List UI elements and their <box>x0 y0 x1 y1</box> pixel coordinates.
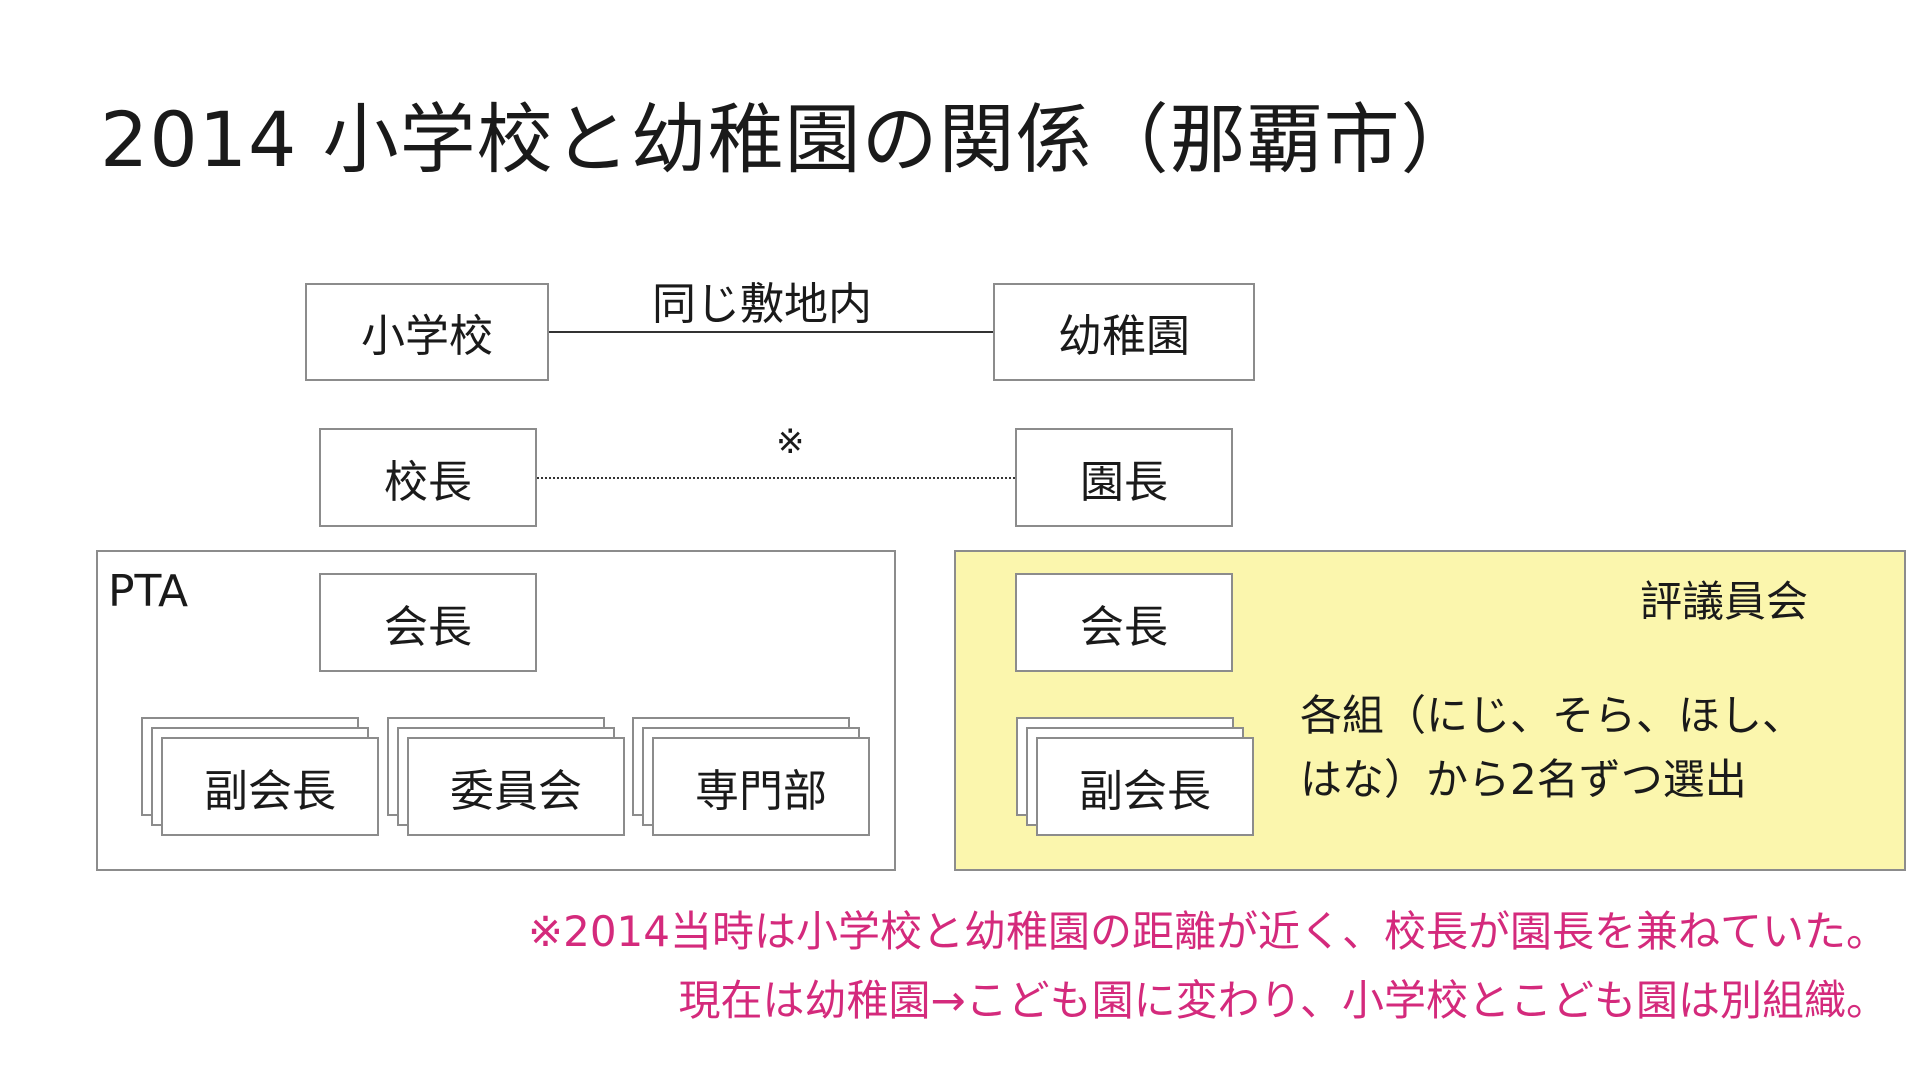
pta-vice-president-box: 副会長 <box>161 737 379 836</box>
council-description-line2: はな）から2名ずつ選出 <box>1300 755 1747 804</box>
school-box: 小学校 <box>305 283 549 381</box>
note-mark: ※ <box>776 422 805 462</box>
council-president-box: 会長 <box>1015 573 1233 672</box>
principal-label: 校長 <box>384 456 472 508</box>
kindergarten-box: 幼稚園 <box>993 283 1255 381</box>
page-title: 2014 小学校と幼稚園の関係（那覇市） <box>100 95 1478 184</box>
pta-president-box: 会長 <box>319 573 537 672</box>
pta-special-division-box: 専門部 <box>652 737 870 836</box>
council-vice-president-label: 副会長 <box>1079 765 1211 817</box>
school-label: 小学校 <box>361 311 493 362</box>
same-site-connector <box>549 331 993 333</box>
council-label: 評議員会 <box>1640 577 1809 626</box>
council-description-line1: 各組（にじ、そら、ほし、 <box>1300 691 1805 740</box>
pta-committee-label: 委員会 <box>450 765 582 817</box>
pta-special-division-label: 専門部 <box>695 765 827 817</box>
pta-president-label: 会長 <box>384 601 472 653</box>
pta-committee-box: 委員会 <box>407 737 625 836</box>
kg-director-label: 園長 <box>1080 456 1168 508</box>
kg-director-box: 園長 <box>1015 428 1233 527</box>
pta-label: PTA <box>108 566 189 617</box>
footnote-line2: 現在は幼稚園→こども園に変わり、小学校とこども園は別組織。 <box>678 976 1888 1025</box>
pta-group <box>96 550 896 871</box>
footnote-line1: ※2014当時は小学校と幼稚園の距離が近く、校長が園長を兼ねていた。 <box>527 907 1888 956</box>
council-president-label: 会長 <box>1080 601 1168 653</box>
same-site-label: 同じ敷地内 <box>652 279 872 330</box>
kindergarten-label: 幼稚園 <box>1058 311 1190 362</box>
council-vice-president-box: 副会長 <box>1036 737 1254 836</box>
principal-box: 校長 <box>319 428 537 527</box>
concurrent-post-connector <box>537 477 1015 479</box>
pta-vice-president-label: 副会長 <box>204 765 336 817</box>
